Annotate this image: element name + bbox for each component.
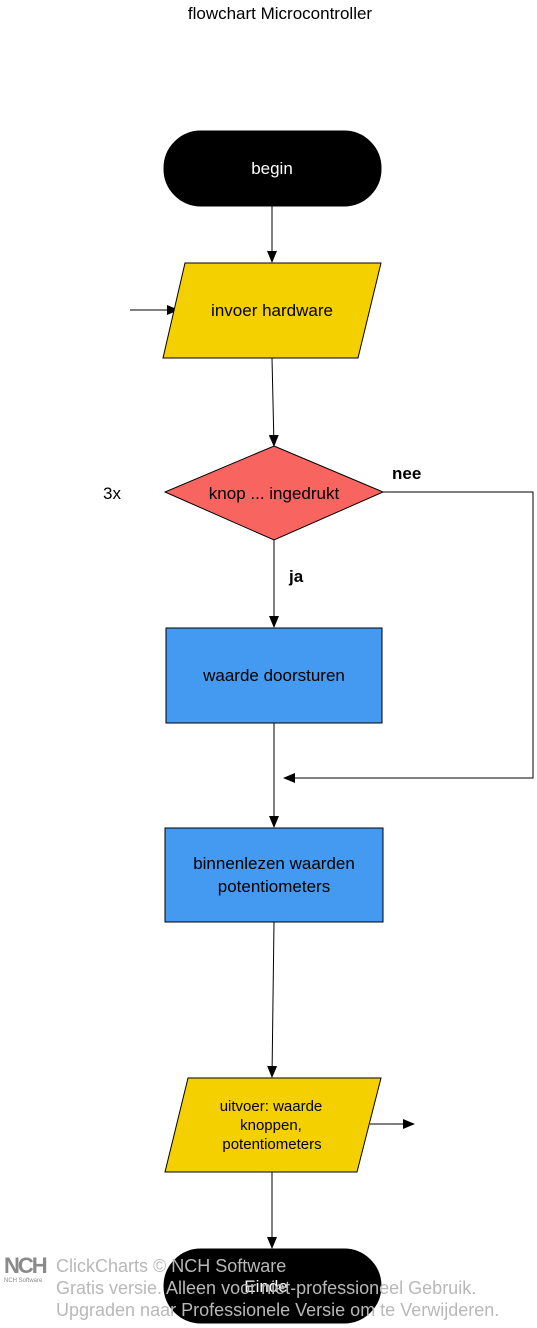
process1-text: waarde doorsturen (202, 666, 345, 685)
decision-diamond (163, 445, 385, 541)
nch-logo-mark: NCH (4, 1253, 48, 1278)
nch-logo: NCH NCH Software (4, 1255, 50, 1285)
output-text-line3: potentiometers (222, 1136, 321, 1153)
output-parallelogram (164, 1077, 382, 1173)
process2-box (164, 827, 384, 923)
no-label: nee (392, 464, 421, 483)
end-terminal-text: Einde (244, 1277, 287, 1296)
output-text-line1: uitvoer: waarde (220, 1098, 323, 1115)
connector-process2-output (267, 921, 278, 1078)
process1-box (165, 627, 383, 724)
process2-text-line2: potentiometers (218, 877, 330, 896)
end-terminal (163, 1248, 382, 1324)
connector-input-decision (268, 357, 279, 447)
nch-logo-subtitle: NCH Software (4, 1278, 43, 1284)
output-text-line2: knoppen, (240, 1117, 302, 1134)
watermark-line1: ClickCharts © NCH Software (56, 1256, 287, 1276)
diagram-title: flowchart Microcontroller (187, 4, 373, 23)
begin-terminal (163, 130, 382, 207)
input-parallelogram (162, 262, 382, 359)
input-parallelogram-text: invoer hardware (211, 301, 333, 320)
repeat-label: 3x (103, 484, 121, 503)
decision-diamond-text: knop ... ingedrukt (209, 484, 340, 503)
process2-text-line1: binnenlezen waarden (193, 854, 355, 873)
connector-decision-no-loop (283, 491, 534, 783)
watermark-line2: Gratis versie. Alleen voor niet-professi… (56, 1278, 477, 1298)
watermark-line3: Upgraden naar Professionele Versie om te… (56, 1300, 500, 1320)
begin-terminal-text: begin (251, 159, 293, 178)
yes-label: ja (288, 567, 304, 586)
